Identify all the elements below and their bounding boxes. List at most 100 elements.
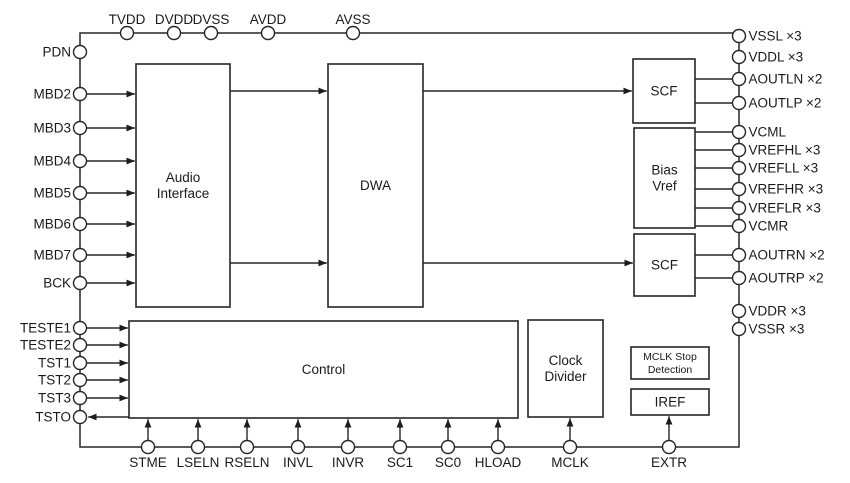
pin-pad-invl [290, 439, 306, 455]
pin-pad-dvss [203, 25, 219, 41]
pin-label-avss: AVSS [335, 12, 370, 27]
pin-pad-mbd2 [72, 86, 88, 102]
block-control-label: Control [302, 362, 346, 377]
pin-pad-teste2 [72, 337, 88, 353]
block-control-label-line: Control [302, 362, 346, 377]
pin-pad-tsto [72, 409, 88, 425]
pin-pad-vrefll-3 [731, 160, 747, 176]
pin-label-mclk: MCLK [551, 455, 589, 470]
pads-layer [72, 25, 747, 455]
block-audio-interface-label-line: Interface [157, 186, 210, 201]
block-scf-left [632, 58, 696, 124]
pin-label-teste2: TESTE2 [20, 338, 71, 353]
pin-pad-hload [490, 439, 506, 455]
block-bias-vref-label-line: Bias [651, 163, 678, 178]
pin-label-vssl-3: VSSL ×3 [749, 29, 802, 44]
pin-pad-invr [340, 439, 356, 455]
pin-label-pdn: PDN [42, 45, 71, 60]
pin-label-aoutrn-2: AOUTRN ×2 [749, 248, 825, 263]
block-clock-divider-label-line: Clock [549, 353, 583, 368]
pin-label-vddl-3: VDDL ×3 [749, 50, 804, 65]
block-iref-label: IREF [655, 395, 686, 410]
pin-label-mbd3: MBD3 [33, 121, 71, 136]
pin-pad-tvdd [119, 25, 135, 41]
pin-pad-aoutlp-2 [731, 95, 747, 111]
block-iref [630, 388, 710, 416]
pin-pad-mbd4 [72, 153, 88, 169]
pin-label-sc1: SC1 [387, 455, 413, 470]
pin-label-tst2: TST2 [38, 373, 71, 388]
pin-pad-aoutln-2 [731, 71, 747, 87]
pin-pad-stme [140, 439, 156, 455]
block-bias-vref-label-line: Vref [652, 179, 677, 194]
pin-pad-rseln [239, 439, 255, 455]
pin-pad-lseln [190, 439, 206, 455]
pin-pad-vreflr-3 [731, 200, 747, 216]
block-dwa-label-line: DWA [360, 178, 391, 193]
pin-label-vrefhl-3: VREFHL ×3 [749, 143, 821, 158]
block-mclk-stop-detection [630, 346, 710, 380]
pin-pad-vddl-3 [731, 49, 747, 65]
pin-label-vrefll-3: VREFLL ×3 [749, 161, 819, 176]
pin-pad-bck [72, 275, 88, 291]
pin-pad-sc1 [392, 439, 408, 455]
pin-label-dvdd: DVDD [155, 12, 194, 27]
block-iref-label-line: IREF [655, 395, 686, 410]
pin-label-vddr-3: VDDR ×3 [749, 304, 806, 319]
pin-label-vreflr-3: VREFLR ×3 [749, 201, 821, 216]
blocks-layer [128, 58, 710, 419]
pin-pad-aoutrn-2 [731, 247, 747, 263]
block-mclk-stop-detection-label-line: Detection [648, 364, 693, 376]
block-clock-divider [527, 319, 604, 418]
pin-pad-vssr-3 [731, 321, 747, 337]
block-scf-left-label-line: SCF [651, 84, 678, 99]
pin-pad-avss [345, 25, 361, 41]
block-dwa-label: DWA [360, 178, 391, 193]
pin-pad-tst3 [72, 390, 88, 406]
block-dwa [327, 63, 424, 308]
pin-label-tvdd: TVDD [109, 12, 146, 27]
pin-label-vrefhr-3: VREFHR ×3 [749, 182, 824, 197]
pin-label-invr: INVR [332, 455, 365, 470]
pin-pad-extr [661, 439, 677, 455]
block-scf-right-label: SCF [651, 258, 678, 273]
pin-pad-vddr-3 [731, 303, 747, 319]
block-control [128, 320, 519, 419]
pin-pad-mbd6 [72, 216, 88, 232]
block-scf-right [633, 233, 696, 297]
pin-label-mbd4: MBD4 [33, 154, 71, 169]
pin-pad-mbd3 [72, 120, 88, 136]
pin-pad-dvdd [166, 25, 182, 41]
pin-pad-avdd [260, 25, 276, 41]
pin-pad-tst1 [72, 355, 88, 371]
pin-label-mbd5: MBD5 [33, 186, 71, 201]
pin-label-lseln: LSELN [177, 455, 220, 470]
block-scf-left-label: SCF [651, 84, 678, 99]
pin-label-dvss: DVSS [193, 12, 230, 27]
pin-pad-mbd5 [72, 185, 88, 201]
wires-layer [79, 32, 740, 448]
pin-label-rseln: RSELN [224, 455, 269, 470]
pin-label-vcml: VCML [749, 125, 787, 140]
pin-label-vcmr: VCMR [749, 219, 789, 234]
block-audio-interface [135, 63, 231, 308]
pin-label-aoutln-2: AOUTLN ×2 [749, 72, 823, 87]
block-audio-interface-label-line: Audio [166, 170, 201, 185]
pin-pad-vcmr [731, 218, 747, 234]
pin-pad-mclk [562, 439, 578, 455]
pin-pad-vrefhr-3 [731, 181, 747, 197]
pin-label-bck: BCK [43, 276, 71, 291]
pin-label-tst1: TST1 [38, 356, 71, 371]
pin-label-aoutrp-2: AOUTRP ×2 [749, 271, 824, 286]
pin-pad-vrefhl-3 [731, 142, 747, 158]
pin-label-teste1: TESTE1 [20, 321, 71, 336]
pin-label-sc0: SC0 [435, 455, 461, 470]
pin-label-stme: STME [129, 455, 167, 470]
pin-label-tsto: TSTO [35, 410, 71, 425]
